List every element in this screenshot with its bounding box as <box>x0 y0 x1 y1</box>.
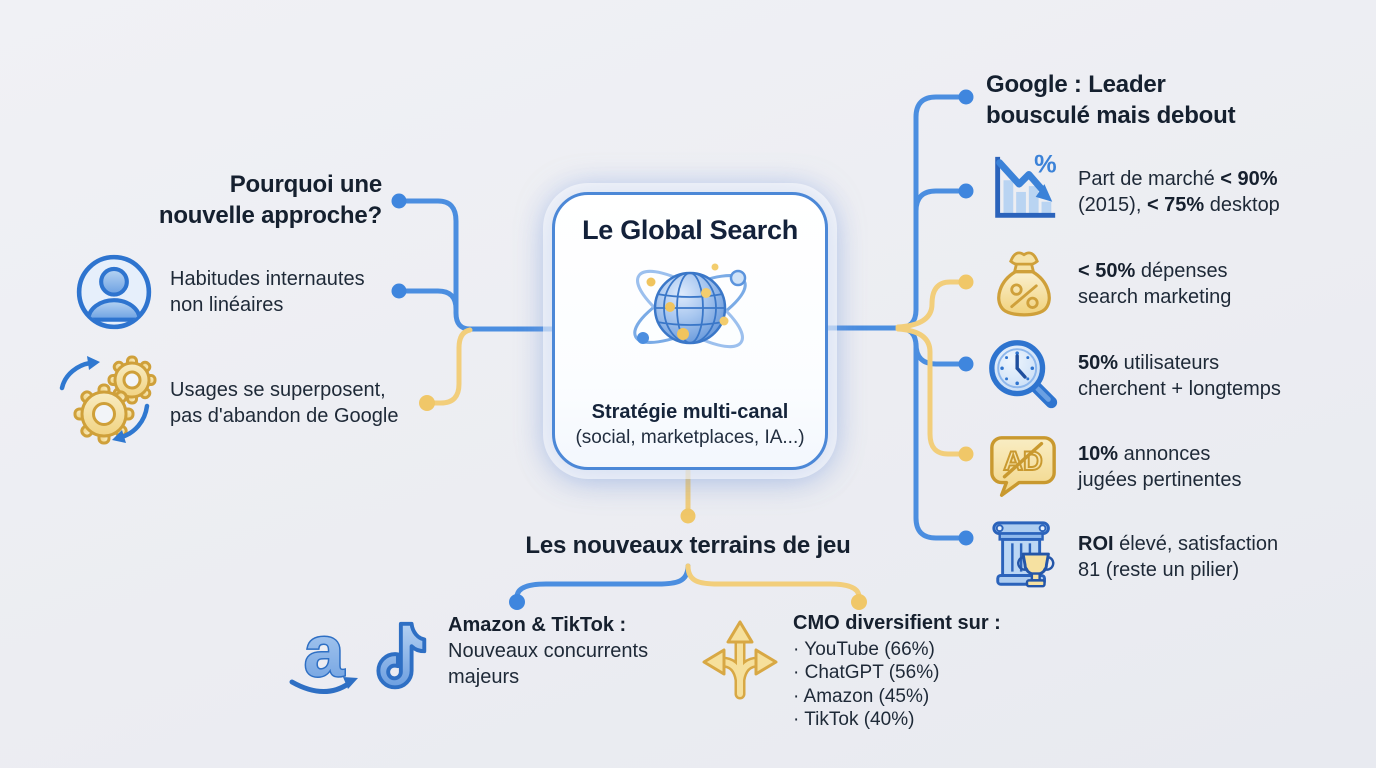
user-icon <box>74 252 154 337</box>
gears-sync-icon <box>48 350 160 455</box>
svg-text:a: a <box>304 616 345 692</box>
amazon-icon: a <box>286 611 366 709</box>
tiktok-icon <box>362 618 428 705</box>
right-branch-title: Google : Leader bousculé mais debout <box>986 71 1236 129</box>
right-item-3-text: 50% utilisateurs cherchent + longtemps <box>1078 352 1281 400</box>
pillar-trophy-icon <box>988 515 1064 602</box>
right-item-2-text: < 50% dépenses search marketing <box>1078 260 1232 308</box>
globe-network-icon <box>620 250 760 377</box>
bottom-left-item-text: Amazon & TikTok : Nouveaux concurrents m… <box>448 614 649 688</box>
diverging-arrows-icon <box>698 616 782 707</box>
right-item-5-text: ROI élevé, satisfaction 81 (reste un pil… <box>1078 533 1279 581</box>
money-bag-icon <box>990 245 1058 326</box>
center-card: Le Global Search <box>552 192 828 470</box>
bottom-right-item-text: CMO diversifient sur : · YouTube (66%) ·… <box>793 612 1001 730</box>
center-card-subtitle-bold: Stratégie multi-canal <box>591 401 789 423</box>
no-ads-bubble-icon: AD <box>986 430 1060 507</box>
right-item-1-text: Part de marché < 90% (2015), < 75% deskt… <box>1078 168 1280 216</box>
left-branch-title: Pourquoi une nouvelle approche? <box>158 171 382 229</box>
declining-chart-icon: % <box>984 150 1062 234</box>
clock-search-icon <box>985 336 1063 421</box>
svg-text:%: % <box>1034 151 1057 178</box>
bottom-branch-title: Les nouveaux terrains de jeu <box>525 532 851 559</box>
left-item-1-text: Habitudes internautes non linéaires <box>170 268 365 316</box>
right-item-4-text: 10% annonces jugées pertinentes <box>1078 443 1242 491</box>
center-card-subtitle-regular: (social, marketplaces, IA...) <box>575 427 805 448</box>
left-item-2-text: Usages se superposent, pas d'abandon de … <box>170 379 399 427</box>
center-card-title: Le Global Search <box>582 215 798 245</box>
